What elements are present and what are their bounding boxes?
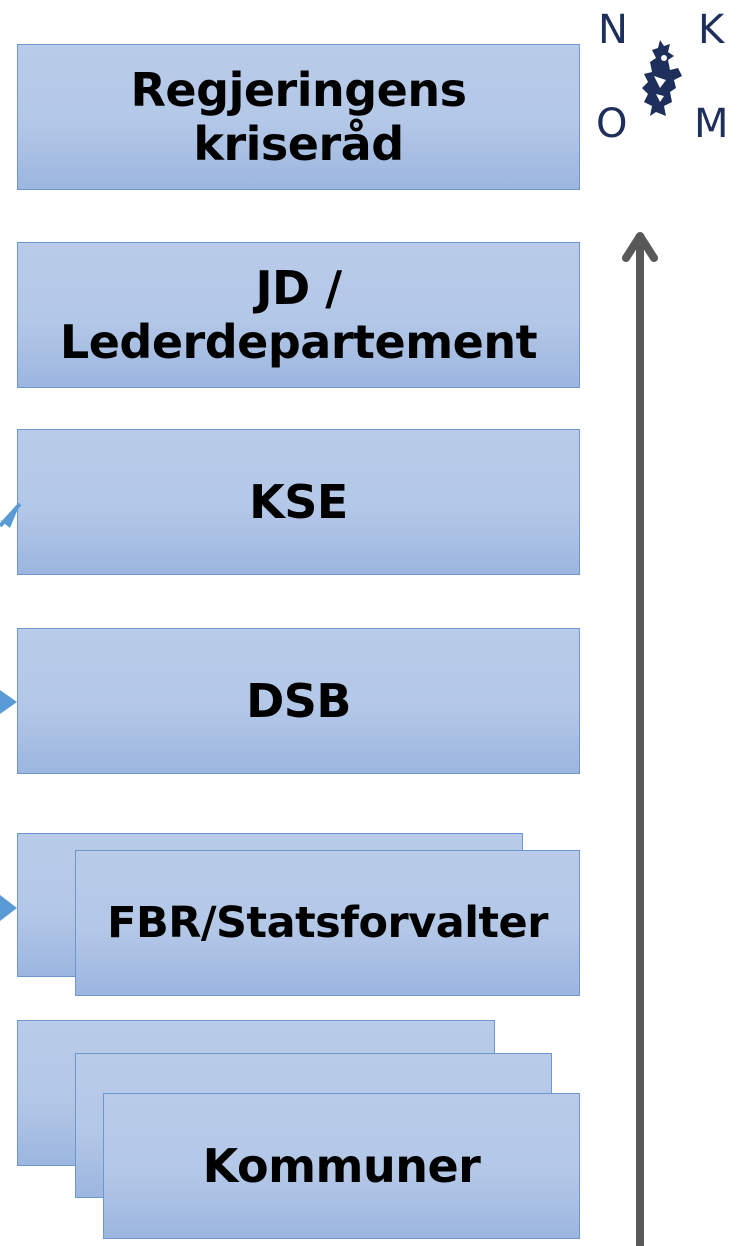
box-label: DSB — [246, 674, 351, 728]
box-regjeringens-kriserad: Regjeringens kriseråd — [17, 44, 580, 190]
box-label: KSE — [249, 475, 348, 529]
logo-letter-n: N — [598, 7, 628, 53]
box-kse: KSE — [17, 429, 580, 575]
nkom-logo: N K O M — [590, 8, 740, 148]
box-label-line1: Regjeringens — [130, 63, 467, 117]
norwegian-lion-crest-icon — [642, 40, 682, 116]
box-jd-lederdepartement: JD / Lederdepartement — [17, 242, 580, 388]
box-kommuner: Kommuner — [103, 1093, 580, 1239]
logo-letter-o: O — [596, 101, 628, 147]
arrow-tip-dsb-icon — [0, 690, 17, 714]
box-label-line2: Lederdepartement — [59, 315, 538, 369]
box-label-line2: kriseråd — [193, 117, 404, 171]
box-label-line1: JD / — [255, 261, 342, 315]
box-label: Kommuner — [202, 1139, 481, 1193]
logo-letter-m: M — [694, 101, 729, 147]
box-fbr-statsforvalter: FBR/Statsforvalter — [75, 850, 580, 996]
escalation-arrow-icon — [622, 232, 658, 1246]
arrow-tip-fbr-icon — [0, 895, 17, 921]
arrow-tip-kse-icon — [0, 502, 22, 528]
box-label: FBR/Statsforvalter — [107, 898, 548, 948]
logo-letter-k: K — [698, 7, 725, 53]
box-dsb: DSB — [17, 628, 580, 774]
